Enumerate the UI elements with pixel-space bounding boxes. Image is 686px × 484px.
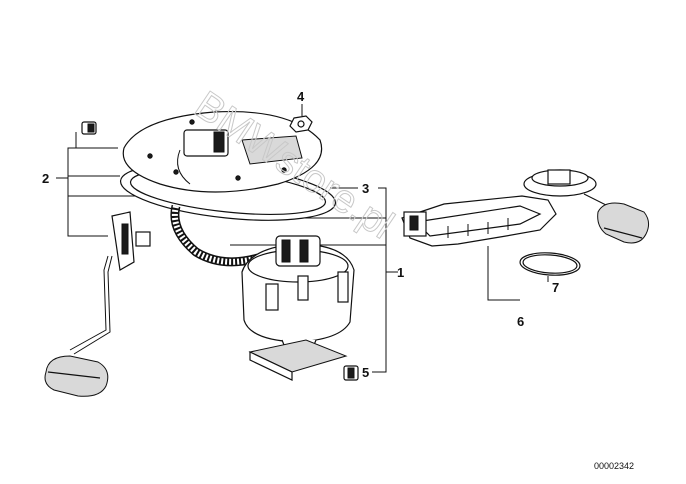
fuel-level-sender <box>44 121 151 397</box>
callout-labels: 1 2 3 4 5 6 7 <box>42 89 559 380</box>
fuel-pump <box>241 235 355 381</box>
callout-3: 3 <box>362 181 369 196</box>
retaining-clip <box>343 365 359 381</box>
callout-2: 2 <box>42 171 49 186</box>
leader-lines <box>56 104 549 373</box>
callout-5: 5 <box>362 365 369 380</box>
callout-7: 7 <box>552 280 559 295</box>
tank-cover-plate <box>122 110 323 193</box>
fuel-hose <box>170 204 260 267</box>
diagram-id: 00002342 <box>594 461 634 471</box>
suction-jet-pump <box>401 169 650 247</box>
callout-4: 4 <box>297 89 305 104</box>
o-ring <box>519 252 581 276</box>
callout-1: 1 <box>397 265 404 280</box>
hex-nut <box>289 115 313 133</box>
callout-6: 6 <box>517 314 524 329</box>
